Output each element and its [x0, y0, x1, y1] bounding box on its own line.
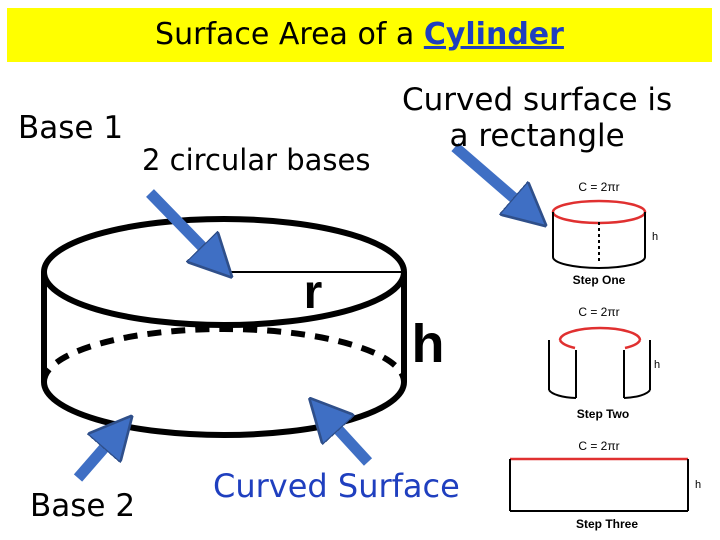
step-two-bottom-left	[548, 389, 577, 399]
step-one-formula: C = 2πr	[578, 180, 619, 194]
circular-bases-label: 2 circular bases	[142, 143, 371, 177]
height-label: h	[412, 314, 445, 374]
curved-rect-line-1: Curved surface is	[402, 82, 673, 118]
cylinder-bottom-front	[41, 381, 407, 438]
step-three-formula: C = 2πr	[578, 439, 619, 453]
step-one-figure: C = 2πr h Step One	[551, 180, 658, 287]
step-two-caption: Step Two	[577, 407, 629, 421]
title-banner: Surface Area of a Cylinder	[7, 8, 712, 62]
pointer-arrows	[73, 142, 530, 482]
arrow-to-step-one	[451, 142, 530, 212]
curved-surface-label: Curved Surface	[213, 467, 460, 505]
cylinder-figure: r h	[41, 216, 445, 438]
step-three-h-label: h	[695, 479, 701, 491]
arrow-to-bottom-base	[73, 432, 118, 482]
title-prefix: Surface Area of a	[155, 17, 415, 52]
step-one-bottom-arc	[552, 256, 646, 269]
step-two-bottom-right	[623, 389, 651, 399]
step-three-figure: C = 2πr h Step Three	[509, 439, 701, 531]
curved-surface-rectangle-label: Curved surface is a rectangle	[402, 82, 672, 154]
title-cylinder-word: Cylinder	[423, 17, 564, 52]
step-two-top-lip	[558, 339, 576, 350]
arrow-to-top-base	[146, 189, 217, 262]
base-1-label: Base 1	[18, 110, 124, 146]
step-one-caption: Step One	[573, 273, 626, 287]
curved-rect-line-2: a rectangle	[449, 118, 625, 154]
radius-label: r	[304, 266, 323, 319]
step-two-figure: C = 2πr h Step Two	[548, 305, 660, 421]
step-two-top-lip-right	[624, 339, 642, 350]
step-two-h-label: h	[654, 359, 660, 371]
cylinder-bottom-back-dashed	[41, 326, 407, 383]
base-2-label: Base 2	[30, 488, 136, 524]
arrow-to-curved-surface	[324, 414, 373, 466]
step-two-top-arc	[558, 326, 642, 341]
step-two-formula: C = 2πr	[578, 305, 619, 319]
step-one-h-label: h	[652, 231, 658, 243]
step-one-top-ellipse	[551, 199, 647, 225]
step-three-caption: Step Three	[576, 517, 638, 531]
